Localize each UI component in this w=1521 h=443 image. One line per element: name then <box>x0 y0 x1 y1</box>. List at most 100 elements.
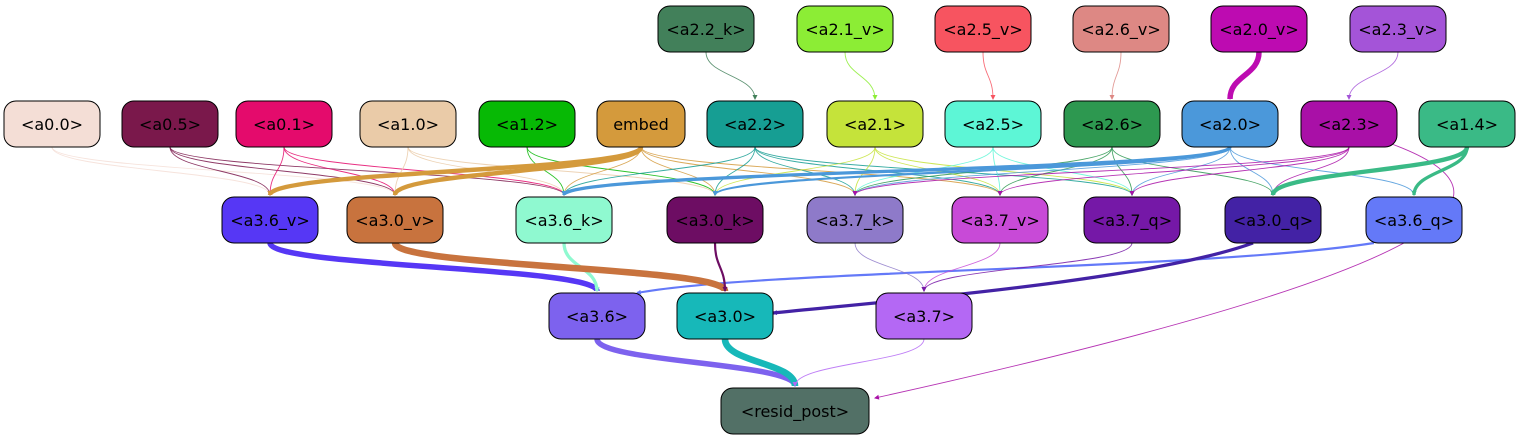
node-a2-1-v[interactable]: <a2.1_v> <box>796 5 894 53</box>
node-a2-0-v[interactable]: <a2.0_v> <box>1210 5 1308 53</box>
node-a3-7[interactable]: <a3.7> <box>875 292 973 340</box>
node-a0-5[interactable]: <a0.5> <box>121 100 219 148</box>
node-a1-0[interactable]: <a1.0> <box>359 100 457 148</box>
node-label: <a2.2> <box>724 115 786 134</box>
edge-a2_2-to-a3_0_k <box>712 146 756 196</box>
node-box[interactable] <box>1365 196 1463 244</box>
node-box[interactable] <box>934 5 1032 53</box>
node-box[interactable] <box>548 292 646 340</box>
edge-a2_2-to-a3_6_k <box>561 146 756 196</box>
node-box[interactable] <box>1083 196 1181 244</box>
node-box[interactable] <box>1072 5 1170 53</box>
node-box[interactable] <box>806 196 904 244</box>
node-label: <a3.7_k> <box>815 211 894 231</box>
node-box[interactable] <box>951 196 1049 244</box>
node-box[interactable] <box>875 292 973 340</box>
node-box[interactable] <box>944 100 1042 148</box>
node-a2-6-v[interactable]: <a2.6_v> <box>1072 5 1170 53</box>
node-a1-4[interactable]: <a1.4> <box>1418 100 1516 148</box>
node-box[interactable] <box>706 100 804 148</box>
node-a2-5-v[interactable]: <a2.5_v> <box>934 5 1032 53</box>
edge-a2_6-to-a3_0_q <box>1111 146 1276 196</box>
edge-a2_3-to-a3_7_q <box>1129 146 1350 196</box>
node-a2-1[interactable]: <a2.1> <box>826 100 924 148</box>
node-label: embed <box>613 115 669 134</box>
node-a2-3-v[interactable]: <a2.3_v> <box>1349 5 1447 53</box>
node-a2-2-k[interactable]: <a2.2_k> <box>657 5 755 53</box>
node-box[interactable] <box>657 5 755 53</box>
node-box[interactable] <box>1224 196 1322 244</box>
node-a2-2[interactable]: <a2.2> <box>706 100 804 148</box>
edge-a2_5_v-to-a2_5 <box>982 51 996 100</box>
node-box[interactable] <box>1349 5 1447 53</box>
node-a2-0[interactable]: <a2.0> <box>1181 100 1279 148</box>
node-a3-0[interactable]: <a3.0> <box>676 292 774 340</box>
node-a3-6-q[interactable]: <a3.6_q> <box>1365 196 1463 244</box>
node-box[interactable] <box>359 100 457 148</box>
edge-a0_1-to-a3_0_v <box>283 146 398 196</box>
node-label: <a2.3_v> <box>1358 20 1438 40</box>
edge-a2_6-to-a3_7_v <box>997 146 1113 196</box>
node-label: <a3.6> <box>566 307 628 326</box>
edge-a3_7_k-to-a3_7 <box>854 242 927 292</box>
node-box[interactable] <box>1063 100 1161 148</box>
node-label: <a3.0> <box>694 307 756 326</box>
node-resid-post[interactable]: <resid_post> <box>720 387 870 435</box>
node-box[interactable] <box>676 292 774 340</box>
node-a0-1[interactable]: <a0.1> <box>235 100 333 148</box>
node-a3-0-q[interactable]: <a3.0_q> <box>1224 196 1322 244</box>
node-a3-7-k[interactable]: <a3.7_k> <box>806 196 904 244</box>
node-box[interactable] <box>221 196 319 244</box>
edge-a3_7_q-to-a3_7 <box>921 242 1133 292</box>
edge-a2_2-to-a3_7_k <box>754 146 858 196</box>
node-box[interactable] <box>1181 100 1279 148</box>
node-label: <a0.1> <box>253 115 315 134</box>
node-box[interactable] <box>1300 100 1398 148</box>
node-label: <a3.6_v> <box>230 211 310 231</box>
node-label: <a3.7_v> <box>960 211 1040 231</box>
node-box[interactable] <box>478 100 576 148</box>
node-box[interactable] <box>1418 100 1516 148</box>
edge-a0_1-to-a3_6_v <box>267 146 285 196</box>
node-box[interactable] <box>666 196 764 244</box>
edge-a3_6_q-to-a3_6 <box>636 241 1375 295</box>
edge-a2_0-to-a3_6_k <box>561 145 1232 197</box>
node-a3-0-k[interactable]: <a3.0_k> <box>666 196 764 244</box>
edge-a2_6_v-to-a2_6 <box>1109 51 1122 100</box>
node-label: <a2.0_v> <box>1219 20 1299 40</box>
node-a3-0-v[interactable]: <a3.0_v> <box>346 196 444 244</box>
edge-a3_0-to-resid_post <box>721 338 799 387</box>
node-a2-3[interactable]: <a2.3> <box>1300 100 1398 148</box>
node-a3-7-v[interactable]: <a3.7_v> <box>951 196 1049 244</box>
node-a2-6[interactable]: <a2.6> <box>1063 100 1161 148</box>
node-a3-6-v[interactable]: <a3.6_v> <box>221 196 319 244</box>
node-box[interactable] <box>1210 5 1308 53</box>
node-label: <a3.7> <box>893 307 955 326</box>
node-box[interactable] <box>235 100 333 148</box>
node-label: <a2.0> <box>1199 115 1261 134</box>
node-a0-0[interactable]: <a0.0> <box>3 100 101 148</box>
node-label: <resid_post> <box>741 402 849 422</box>
node-box[interactable] <box>3 100 101 148</box>
node-a2-5[interactable]: <a2.5> <box>944 100 1042 148</box>
edge-a2_6-to-a3_7_q <box>1111 146 1135 196</box>
edge-a1_4-to-a3_6_q <box>1411 146 1469 196</box>
node-box[interactable] <box>596 100 686 148</box>
node-box[interactable] <box>346 196 444 244</box>
node-a1-2[interactable]: <a1.2> <box>478 100 576 148</box>
node-box[interactable] <box>121 100 219 148</box>
edge-a1_0-to-a3_0_v <box>392 146 409 196</box>
node-label: <a2.2_k> <box>666 20 745 40</box>
node-a3-7-q[interactable]: <a3.7_q> <box>1083 196 1181 244</box>
node-embed[interactable]: embed <box>596 100 686 148</box>
edge-a0_5-to-a3_6_k <box>169 146 567 196</box>
edge-a2_0-to-a3_0_k <box>712 145 1232 197</box>
node-box[interactable] <box>826 100 924 148</box>
edge-a2_0_v-to-a2_0 <box>1227 51 1262 100</box>
node-a3-6[interactable]: <a3.6> <box>548 292 646 340</box>
node-box[interactable] <box>515 196 613 244</box>
node-a3-6-k[interactable]: <a3.6_k> <box>515 196 613 244</box>
node-box[interactable] <box>796 5 894 53</box>
node-box[interactable] <box>720 387 870 435</box>
